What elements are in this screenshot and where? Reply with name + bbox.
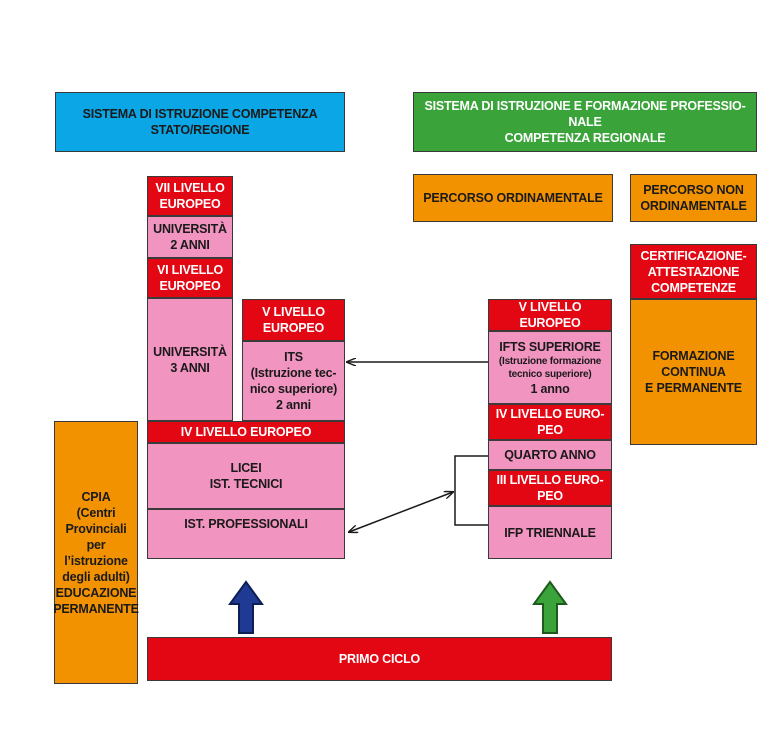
ifts-title: IFTS SUPERIORE (499, 339, 601, 354)
legend-percorso-non-ordinamentale: PERCORSO NON ORDINAMENTALE (630, 174, 757, 222)
green-up-arrow-icon (532, 580, 568, 634)
iv-livello-europeo-regional: IV LIVELLO EURO- PEO (488, 404, 612, 440)
ifts-duration: 1 anno (530, 381, 570, 396)
certificazione-competenze: CERTIFICAZIONE- ATTESTAZIONE COMPETENZE (630, 244, 757, 299)
v-livello-europeo-regional: V LIVELLO EUROPEO (488, 299, 612, 331)
vi-livello-europeo: VI LIVELLO EUROPEO (147, 258, 233, 298)
its-box: ITS (Istruzione tec- nico superiore) 2 a… (242, 341, 345, 421)
quarto-anno: QUARTO ANNO (488, 440, 612, 470)
professionali-ifp-arrow (349, 492, 453, 532)
blue-up-arrow-icon (228, 580, 264, 634)
legend-percorso-ordinamentale: PERCORSO ORDINAMENTALE (413, 174, 613, 222)
universita-2-anni: UNIVERSITÀ 2 ANNI (147, 216, 233, 258)
primo-ciclo: PRIMO CICLO (147, 637, 612, 681)
ifp-triennale: IFP TRIENNALE (488, 506, 612, 559)
ist-professionali: IST. PROFESSIONALI (147, 509, 345, 559)
vii-livello-europeo: VII LIVELLO EUROPEO (147, 176, 233, 216)
regional-system-header: SISTEMA DI ISTRUZIONE E FORMAZIONE PROFE… (413, 92, 757, 152)
licei-ist-tecnici: LICEI IST. TECNICI (147, 443, 345, 509)
regional-bracket (454, 455, 488, 526)
cpia-box: CPIA (Centri Provinciali per l’istruzion… (53, 421, 139, 684)
iii-livello-europeo: III LIVELLO EURO- PEO (488, 470, 612, 506)
ifts-description: (Istruzione formazione tecnico superiore… (498, 355, 602, 380)
formazione-continua: FORMAZIONE CONTINUA E PERMANENTE (630, 299, 757, 445)
state-system-header: SISTEMA DI ISTRUZIONE COMPETENZA STATO/R… (55, 92, 345, 152)
universita-3-anni: UNIVERSITÀ 3 ANNI (147, 298, 233, 421)
v-livello-europeo-its: V LIVELLO EUROPEO (242, 299, 345, 341)
iv-livello-europeo-state: IV LIVELLO EUROPEO (147, 421, 345, 443)
ifts-superiore: IFTS SUPERIORE (Istruzione formazione te… (488, 331, 612, 404)
